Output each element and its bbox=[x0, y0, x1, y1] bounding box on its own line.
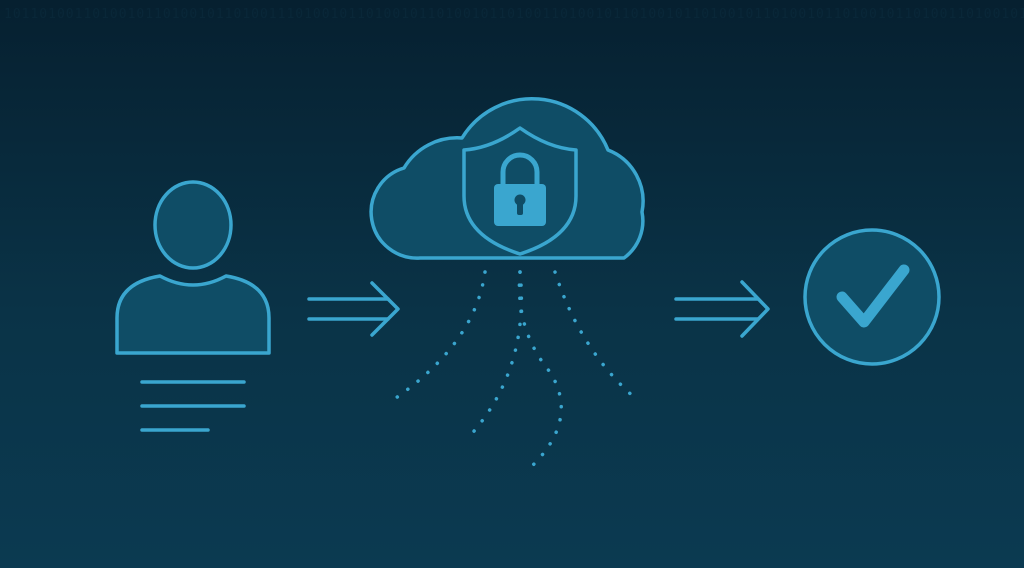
dotted-data-streams bbox=[388, 270, 637, 470]
lock-icon bbox=[494, 152, 546, 226]
checkmark-icon bbox=[836, 264, 910, 328]
double-arrow-right-icon bbox=[674, 280, 770, 338]
text-lines-icon bbox=[140, 380, 246, 432]
cloud-shield-lock-icon bbox=[369, 97, 645, 260]
user-icon bbox=[115, 180, 271, 355]
check-circle-icon bbox=[803, 228, 941, 366]
double-arrow-right-icon bbox=[307, 281, 400, 337]
user-body bbox=[115, 274, 271, 355]
user-head bbox=[153, 180, 233, 270]
